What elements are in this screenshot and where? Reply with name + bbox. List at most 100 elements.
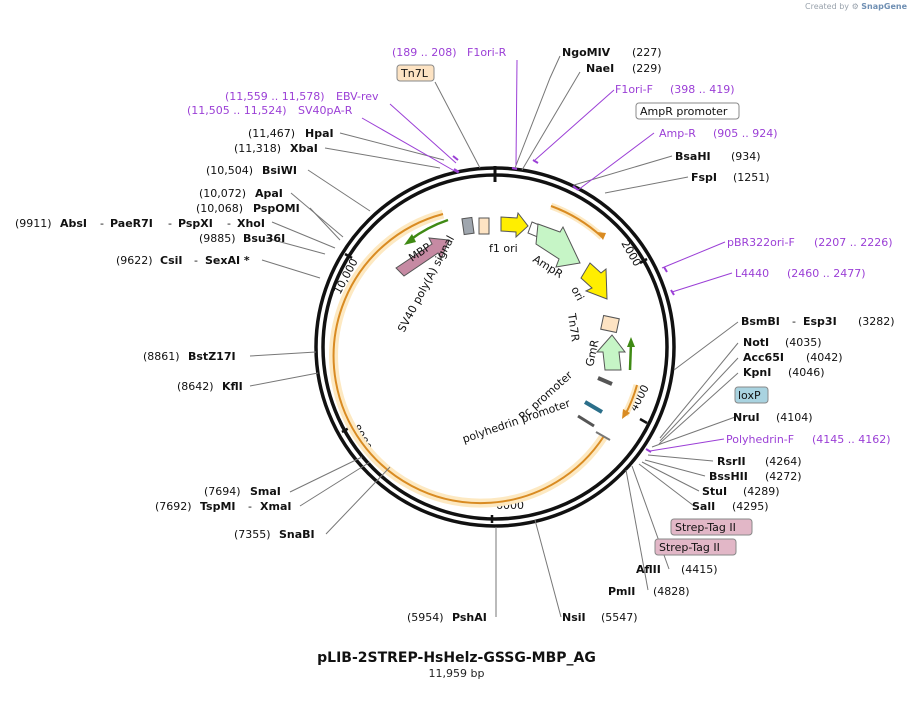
box-strep-tag-1-label: Strep-Tag II bbox=[675, 521, 736, 534]
site-sep-3: - bbox=[194, 254, 198, 267]
site-apai-pos: (10,072) bbox=[199, 187, 246, 200]
site-xhoi: XhoI bbox=[237, 217, 265, 230]
box-ampr-promoter: AmpR promoter bbox=[635, 102, 740, 120]
site-hpai-pos: (11,467) bbox=[248, 127, 295, 140]
site-bsahi: BsaHI bbox=[675, 150, 711, 163]
site-kpni-pos: (4046) bbox=[788, 366, 825, 379]
feature-tn7r bbox=[600, 314, 620, 334]
primer-name-l4440: L4440 bbox=[735, 267, 769, 280]
site-bstz17i: BstZ17I bbox=[188, 350, 236, 363]
primer-pos-f1ori-r: (189 .. 208) bbox=[392, 46, 457, 59]
credit-brand: SnapGene bbox=[861, 2, 907, 11]
feature-ori-label: ori bbox=[568, 284, 586, 303]
primer-pos-sv40pa-r: (11,505 .. 11,524) bbox=[187, 104, 287, 117]
tick-4000 bbox=[639, 417, 648, 425]
site-kpni: KpnI bbox=[743, 366, 771, 379]
site-pspxi: PspXI bbox=[178, 217, 213, 230]
feature-f1ori-label: f1 ori bbox=[489, 242, 518, 255]
feature-ampr bbox=[535, 223, 581, 268]
site-snabi: SnaBI bbox=[279, 528, 315, 541]
primer-name-pbr322ori-f: pBR322ori-F bbox=[727, 236, 795, 249]
plasmid-length: 11,959 bp bbox=[428, 667, 485, 680]
site-paer7i: PaeR7I bbox=[110, 217, 153, 230]
site-ngomiv: NgoMIV bbox=[562, 46, 611, 59]
site-bsahi-pos: (934) bbox=[731, 150, 761, 163]
feature-pc-promoter bbox=[597, 376, 613, 386]
site-apai: ApaI bbox=[255, 187, 283, 200]
site-sep-6: - bbox=[227, 217, 231, 230]
site-rsrii-pos: (4264) bbox=[765, 455, 802, 468]
site-bsu36i-pos: (9885) bbox=[199, 232, 236, 245]
site-noti-pos: (4035) bbox=[785, 336, 822, 349]
feature-polyhedrin-label: polyhedrin promoter bbox=[461, 397, 573, 446]
feature-tn7l-marker bbox=[478, 217, 490, 235]
feature-tn7r-label: Tn7R bbox=[565, 312, 582, 343]
site-sali-pos: (4295) bbox=[732, 500, 769, 513]
site-sexai: SexAI * bbox=[205, 254, 250, 267]
site-smai-pos: (7694) bbox=[204, 485, 241, 498]
primer-leaders bbox=[361, 59, 733, 452]
site-pmli-pos: (4828) bbox=[653, 585, 690, 598]
feature-loxp bbox=[583, 400, 604, 414]
tick-2000 bbox=[639, 257, 648, 265]
credit-text: Created by bbox=[805, 2, 850, 11]
orf-arc-main-line bbox=[332, 213, 605, 505]
box-tn7l: Tn7L bbox=[396, 64, 435, 82]
site-xbai-pos: (11,318) bbox=[234, 142, 281, 155]
feature-strep-marker bbox=[595, 431, 611, 441]
primer-name-f1ori-f: F1ori-F bbox=[615, 83, 653, 96]
primer-markers bbox=[452, 155, 675, 453]
snapgene-logo-icon: ⚙ bbox=[851, 2, 859, 11]
feature-polyhedrin-promoter bbox=[577, 414, 595, 428]
site-acc65i: Acc65I bbox=[743, 351, 784, 364]
box-ampr-promoter-label: AmpR promoter bbox=[640, 105, 728, 118]
box-strep-tag-2-label: Strep-Tag II bbox=[659, 541, 720, 554]
mbp-green-head bbox=[404, 234, 416, 245]
site-stui: StuI bbox=[702, 485, 727, 498]
site-bstz17i-pos: (8861) bbox=[143, 350, 180, 363]
gmr-green-line bbox=[628, 342, 633, 371]
site-sep-2: - bbox=[248, 500, 252, 513]
primer-name-ebv-rev: EBV-rev bbox=[336, 90, 379, 103]
site-sep-5: - bbox=[168, 217, 172, 230]
site-absi: AbsI bbox=[60, 217, 87, 230]
site-bsmbi: BsmBI bbox=[741, 315, 780, 328]
orf-arc-ampr-head bbox=[597, 232, 606, 240]
tick-10000 bbox=[344, 252, 353, 260]
feature-gmr bbox=[595, 334, 627, 371]
site-pspomi-pos: (10,068) bbox=[196, 202, 243, 215]
site-nsii: NsiI bbox=[562, 611, 586, 624]
site-smai: SmaI bbox=[250, 485, 281, 498]
site-sep-1: - bbox=[792, 315, 796, 328]
primer-pos-f1ori-f: (398 .. 419) bbox=[670, 83, 735, 96]
site-nsii-pos: (5547) bbox=[601, 611, 638, 624]
box-tn7l-label: Tn7L bbox=[400, 67, 429, 80]
site-naei-pos: (229) bbox=[632, 62, 662, 75]
site-stui-pos: (4289) bbox=[743, 485, 780, 498]
site-sali: SalI bbox=[692, 500, 715, 513]
orf-arc-gmr-head bbox=[622, 409, 630, 419]
primer-name-sv40pa-r: SV40pA-R bbox=[298, 104, 353, 117]
primer-pos-l4440: (2460 .. 2477) bbox=[787, 267, 866, 280]
site-kfli-pos: (8642) bbox=[177, 380, 214, 393]
site-bsu36i: Bsu36I bbox=[243, 232, 285, 245]
primer-pos-amp-r: (905 .. 924) bbox=[713, 127, 778, 140]
site-naei: NaeI bbox=[586, 62, 614, 75]
site-bsiwi: BsiWI bbox=[262, 164, 297, 177]
feature-sv40-polya bbox=[461, 216, 475, 236]
site-csii: CsiI bbox=[160, 254, 182, 267]
site-bsiwi-pos: (10,504) bbox=[206, 164, 253, 177]
plasmid-name: pLIB-2STREP-HsHelz-GSSG-MBP_AG bbox=[317, 650, 596, 666]
site-aflii: AflII bbox=[636, 563, 661, 576]
box-loxp-label: loxP bbox=[738, 389, 761, 402]
site-esp3i: Esp3I bbox=[803, 315, 837, 328]
primer-pos-polyhedrin-f: (4145 .. 4162) bbox=[812, 433, 891, 446]
site-ngomiv-pos: (227) bbox=[632, 46, 662, 59]
site-absi-pos: (9911) bbox=[15, 217, 52, 230]
primer-name-polyhedrin-f: Polyhedrin-F bbox=[726, 433, 794, 446]
site-acc65i-pos: (4042) bbox=[806, 351, 843, 364]
site-rsrii: RsrII bbox=[717, 455, 746, 468]
site-fspi: FspI bbox=[691, 171, 717, 184]
site-bsshii-pos: (4272) bbox=[765, 470, 802, 483]
